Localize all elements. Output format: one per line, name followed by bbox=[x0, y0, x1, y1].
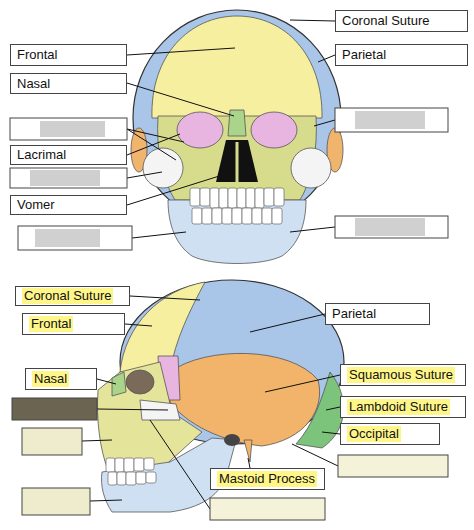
label-box: Frontal bbox=[10, 44, 127, 66]
part-name: Nasal bbox=[32, 371, 69, 387]
label-box: Parietal bbox=[325, 303, 430, 325]
blank-answer-box bbox=[10, 108, 448, 520]
part-name: Coronal Suture bbox=[22, 288, 113, 304]
part-name: Lacrimal bbox=[17, 147, 66, 163]
part-name: Frontal bbox=[29, 316, 73, 332]
label-box: Coronal Suture bbox=[335, 10, 468, 32]
label-box: Mastoid Process bbox=[210, 468, 325, 490]
label-box: Coronal Suture bbox=[15, 286, 130, 306]
part-name: Lambdoid Suture bbox=[347, 399, 450, 415]
label-box: Nasal bbox=[25, 368, 97, 390]
part-name: Vomer bbox=[17, 197, 55, 213]
part-name: Parietal bbox=[342, 47, 386, 63]
part-name: Occipital bbox=[347, 426, 401, 442]
label-box: Occipital bbox=[340, 423, 440, 445]
part-name: Parietal bbox=[332, 306, 376, 322]
part-name: Coronal Suture bbox=[342, 13, 429, 29]
label-box: Lambdoid Suture bbox=[340, 396, 466, 418]
label-box: Vomer bbox=[10, 195, 127, 215]
part-name: Squamous Suture bbox=[347, 367, 455, 383]
part-name: Nasal bbox=[17, 76, 50, 92]
label-box: Lacrimal bbox=[10, 145, 127, 165]
part-name: Mastoid Process bbox=[217, 471, 317, 487]
label-box: Nasal bbox=[10, 73, 127, 94]
label-box: Squamous Suture bbox=[340, 364, 466, 386]
label-box: Frontal bbox=[22, 313, 125, 335]
part-name: Frontal bbox=[17, 47, 57, 63]
label-box: Parietal bbox=[335, 44, 468, 66]
